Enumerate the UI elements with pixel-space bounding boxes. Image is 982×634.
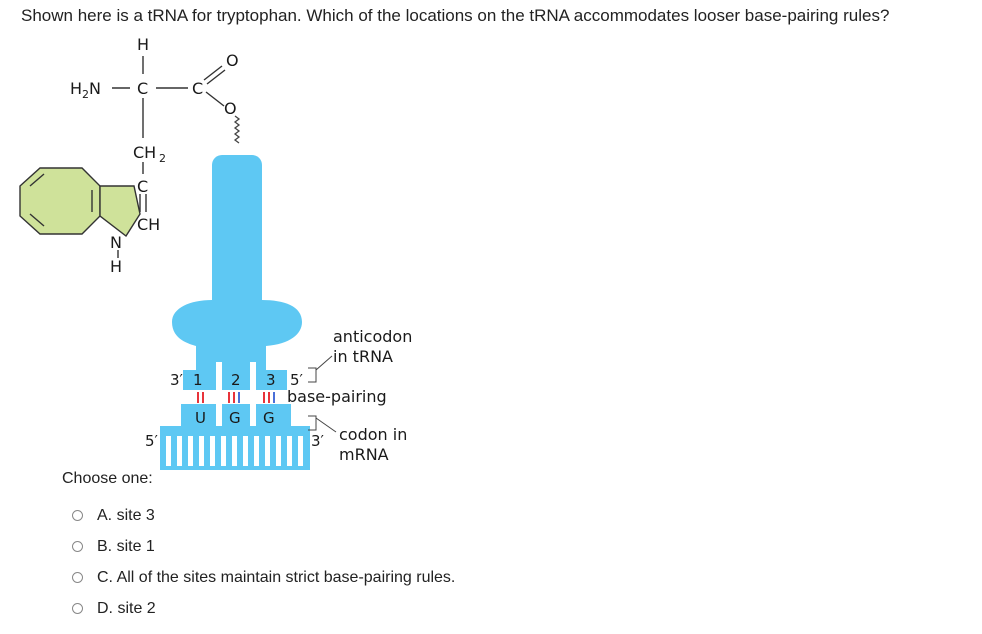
site-3-number: 3 (266, 371, 276, 389)
annotation-brackets (308, 355, 337, 433)
codon-base-u: U (195, 409, 206, 427)
label-base-pairing: base-pairing (287, 387, 387, 406)
label-in-trna: in tRNA (333, 347, 393, 366)
label-h2n-n: N (89, 79, 101, 98)
option-label: D. site 2 (97, 599, 156, 617)
radio-icon[interactable] (72, 603, 83, 614)
radio-icon[interactable] (72, 541, 83, 552)
base-pair-bars (197, 392, 275, 403)
option-label: A. site 3 (97, 506, 155, 524)
site-1-number: 1 (193, 371, 203, 389)
label-ch2-sub: 2 (159, 152, 166, 165)
label-anticodon: anticodon (333, 327, 412, 346)
codon-base-g2: G (263, 409, 275, 427)
label-c-ring: C (137, 177, 148, 196)
site-2-number: 2 (231, 371, 241, 389)
label-o-double: O (226, 51, 239, 70)
label-mrna: mRNA (339, 445, 389, 464)
option-c[interactable]: C. All of the sites maintain strict base… (72, 562, 455, 593)
trna-body (160, 155, 310, 470)
wavy-link (233, 115, 241, 144)
label-n-ring: N (110, 233, 122, 252)
option-b[interactable]: B. site 1 (72, 531, 455, 562)
option-d[interactable]: D. site 2 (72, 593, 455, 624)
trna-end-5: 5′ (290, 371, 304, 389)
question-text: Shown here is a tRNA for tryptophan. Whi… (21, 6, 890, 25)
label-codon-in: codon in (339, 425, 407, 444)
label-h2n-h: H (70, 79, 82, 98)
codon-base-g1: G (229, 409, 241, 427)
mrna-end-5: 5′ (145, 432, 159, 450)
label-h2n-sub: 2 (82, 88, 89, 101)
trna-end-3: 3′ (170, 371, 184, 389)
label-c-alpha: C (137, 79, 148, 98)
trna-labels: 3′ 1 2 3 5′ U G G 5′ 3′ (145, 371, 325, 450)
label-ch2: CH (133, 143, 156, 162)
label-ch-ring: CH (137, 215, 160, 234)
option-a[interactable]: A. site 3 (72, 500, 455, 531)
tryptophan-labels: H H 2 N C C O O CH 2 C CH N H (70, 35, 239, 276)
option-label: C. All of the sites maintain strict base… (97, 568, 456, 586)
label-c-carboxyl: C (192, 79, 203, 98)
option-label: B. site 1 (97, 537, 155, 555)
label-h-ring: H (110, 257, 122, 276)
radio-icon[interactable] (72, 572, 83, 583)
indole-ring (19, 167, 141, 238)
annotation-labels: anticodon in tRNA base-pairing codon in … (287, 327, 412, 464)
mrna-end-3: 3′ (311, 432, 325, 450)
radio-icon[interactable] (72, 510, 83, 521)
trna-figure: H H 2 N C C O O CH 2 C CH N H 3′ 1 2 3 5… (19, 35, 412, 470)
label-o-single: O (224, 99, 237, 118)
choose-one-label: Choose one: (62, 470, 153, 487)
answer-options: A. site 3 B. site 1 C. All of the sites … (72, 500, 455, 624)
label-h-top: H (137, 35, 149, 54)
tryptophan-bonds (112, 56, 226, 258)
